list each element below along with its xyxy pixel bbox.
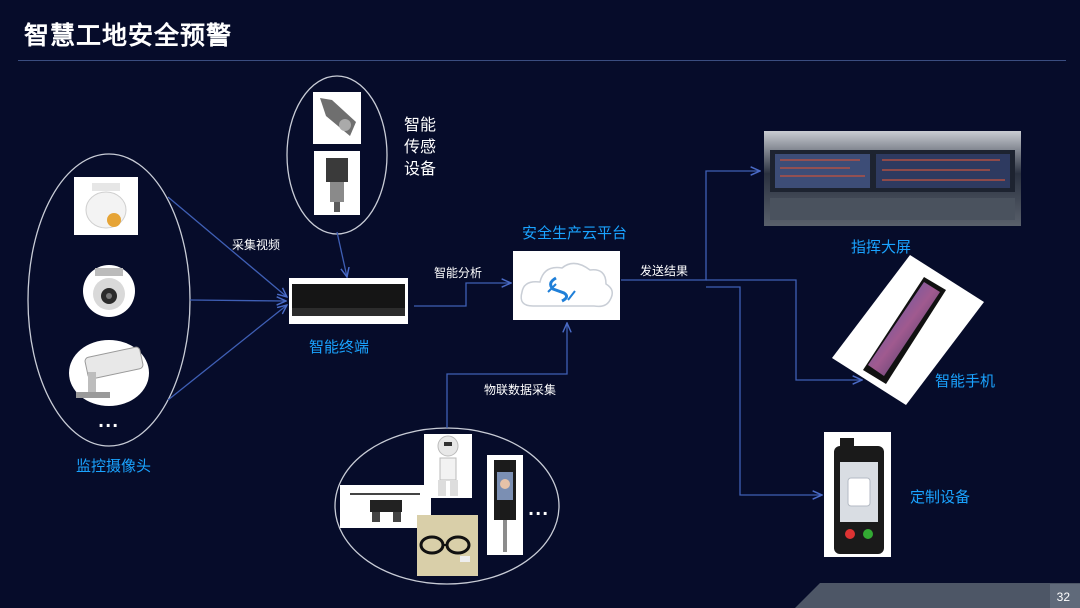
smart-glasses-icon [417, 515, 478, 576]
smartphone-label: 智能手机 [935, 372, 996, 390]
cameras-more-ellipsis: ... [98, 412, 120, 431]
robot-icon [424, 434, 472, 498]
smart-terminal-label: 智能终端 [309, 338, 370, 356]
arrow-camera2-terminal [189, 300, 286, 301]
smart-terminal-box [289, 278, 408, 324]
arrow-cloud-screen [621, 171, 760, 281]
custom-device-image [824, 432, 891, 557]
edge-label-collect-video: 采集视频 [232, 238, 281, 252]
arrow-iot-cloud [446, 323, 567, 428]
arrow-terminal-cloud [414, 283, 511, 307]
iot-more-ellipsis: ... [528, 500, 550, 519]
page-number-box [1050, 584, 1080, 608]
inclinometer-sensor-icon [313, 92, 361, 144]
command-screen-image [764, 131, 1021, 226]
arrow-camera1-terminal [167, 196, 287, 297]
edge-label-send-result: 发送结果 [640, 264, 689, 278]
page-number: 32 [1056, 590, 1070, 604]
footer-band [795, 583, 1080, 608]
arrow-cloud-device [706, 286, 822, 495]
dome-camera-icon [74, 177, 138, 235]
ptz-camera-icon [83, 265, 135, 317]
command-screen-label: 指挥大屏 [851, 238, 912, 256]
arrow-cloud-phone [706, 279, 862, 380]
cloud-platform-icon [513, 251, 620, 320]
arrow-camera3-terminal [167, 305, 287, 401]
cloud-platform-label: 安全生产云平台 [522, 224, 628, 242]
face-recognition-terminal-icon [487, 455, 523, 555]
sensor-devices-label: 智能 传感 设备 [404, 115, 437, 178]
cameras-label: 监控摄像头 [76, 457, 152, 475]
page-title: 智慧工地安全预警 [24, 21, 233, 50]
arrow-sensor-terminal [336, 231, 347, 277]
title-divider [18, 60, 1066, 61]
edge-label-iot-collect: 物联数据采集 [484, 383, 557, 397]
connector-lines [167, 171, 862, 495]
smartphone-image [832, 255, 984, 405]
drone-icon [340, 485, 431, 528]
edge-label-smart-analysis: 智能分析 [434, 266, 483, 280]
bullet-camera-icon [69, 340, 149, 406]
custom-device-label: 定制设备 [910, 488, 971, 506]
pressure-sensor-icon [314, 151, 360, 215]
